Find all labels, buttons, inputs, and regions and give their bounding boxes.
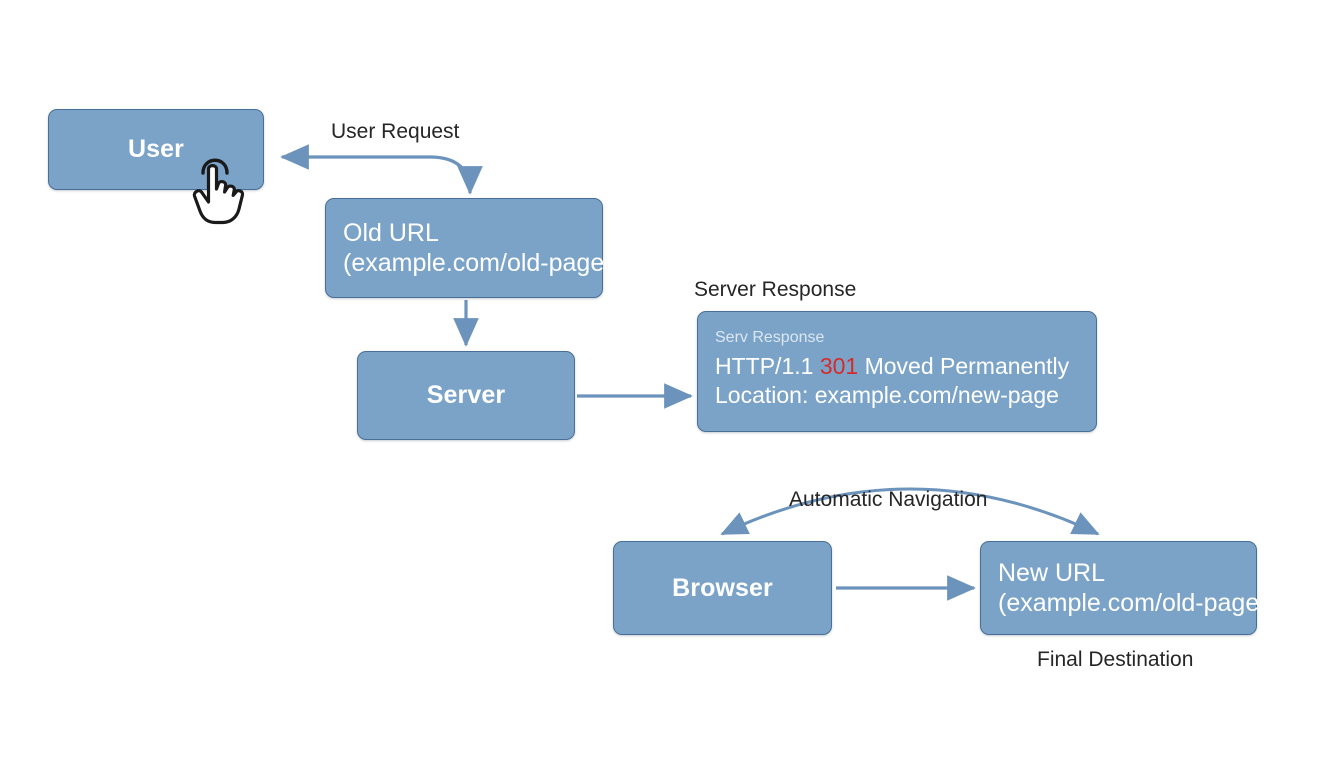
hand-pointer-cursor-icon bbox=[192, 158, 245, 225]
label-final-destination: Final Destination bbox=[1037, 648, 1194, 671]
node-old-url-address: (example.com/old-page) bbox=[343, 249, 613, 277]
node-server[interactable]: Server bbox=[357, 351, 575, 440]
node-user-label: User bbox=[128, 135, 184, 164]
node-browser-label: Browser bbox=[672, 573, 773, 602]
node-server-response[interactable]: Serv Response HTTP/1.1 301 Moved Permane… bbox=[697, 311, 1097, 432]
status-suffix: Moved Permanently bbox=[858, 353, 1070, 379]
node-old-url[interactable]: Old URL (example.com/old-page) bbox=[325, 198, 613, 298]
node-new-url-address: (example.com/old-page) bbox=[998, 589, 1268, 617]
node-browser[interactable]: Browser bbox=[613, 541, 832, 635]
node-new-url[interactable]: New URL (example.com/old-page) bbox=[980, 541, 1268, 635]
connector-user-request bbox=[280, 144, 483, 195]
label-user-request: User Request bbox=[331, 120, 460, 143]
node-user[interactable]: User bbox=[48, 109, 264, 190]
server-response-location-line: Location: example.com/new-page bbox=[715, 381, 1059, 408]
status-prefix: HTTP/1.1 bbox=[715, 353, 820, 379]
status-code-301: 301 bbox=[819, 353, 859, 379]
label-server-response: Server Response bbox=[694, 278, 857, 301]
node-new-url-title: New URL bbox=[998, 558, 1105, 587]
server-response-status-line: HTTP/1.1 301 Moved Permanently bbox=[715, 352, 1096, 381]
server-response-sub-label: Serv Response bbox=[715, 329, 825, 346]
node-server-label: Server bbox=[426, 381, 506, 410]
label-automatic-navigation: Automatic Navigation bbox=[789, 488, 988, 511]
node-old-url-title: Old URL bbox=[343, 218, 439, 247]
